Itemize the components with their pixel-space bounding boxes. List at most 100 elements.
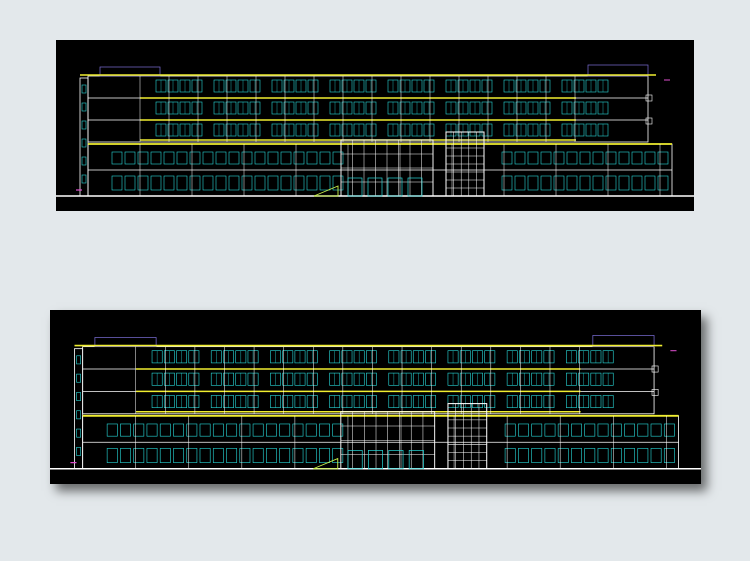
podium-window bbox=[557, 448, 569, 463]
podium-window bbox=[610, 423, 622, 437]
podium-window bbox=[319, 175, 331, 191]
podium-window bbox=[305, 423, 317, 437]
entrance-door bbox=[368, 450, 383, 470]
podium-window bbox=[540, 175, 552, 191]
podium-window bbox=[514, 151, 526, 165]
upper-window bbox=[235, 350, 247, 364]
podium-window bbox=[215, 175, 227, 191]
entrance-door bbox=[388, 450, 404, 470]
podium-window bbox=[566, 175, 578, 191]
podium-window bbox=[280, 175, 292, 191]
podium-window bbox=[624, 448, 635, 463]
podium-window bbox=[663, 423, 675, 437]
podium-window bbox=[610, 448, 622, 463]
podium-window bbox=[584, 448, 596, 463]
podium-window bbox=[605, 151, 617, 165]
elevation-drawing-bottom bbox=[50, 310, 701, 484]
podium-window bbox=[584, 423, 596, 437]
stair-window bbox=[81, 84, 87, 94]
podium-window bbox=[657, 151, 669, 165]
podium-window bbox=[293, 175, 305, 191]
podium-window bbox=[189, 175, 201, 191]
podium-window bbox=[150, 151, 162, 165]
podium-window bbox=[571, 448, 582, 463]
upper-window bbox=[329, 350, 341, 364]
roof-parapet-left bbox=[94, 337, 157, 347]
podium-window bbox=[241, 175, 253, 191]
podium-window bbox=[518, 423, 529, 437]
podium-window bbox=[228, 151, 240, 165]
podium-window bbox=[202, 175, 214, 191]
upper-window bbox=[210, 350, 222, 364]
podium-window bbox=[150, 175, 162, 191]
upper-window bbox=[163, 350, 175, 364]
stair-tower-left bbox=[79, 77, 89, 197]
upper-window bbox=[353, 350, 365, 364]
side-opening bbox=[651, 389, 659, 396]
podium-window bbox=[518, 448, 529, 463]
podium-window bbox=[504, 423, 516, 437]
podium-window bbox=[319, 151, 331, 165]
podium-window bbox=[501, 151, 513, 165]
podium-window bbox=[553, 175, 565, 191]
upper-window bbox=[566, 350, 577, 364]
upper-window bbox=[270, 350, 281, 364]
upper-window bbox=[531, 350, 543, 364]
podium-window bbox=[228, 175, 240, 191]
podium-window bbox=[111, 175, 123, 191]
upper-window bbox=[590, 350, 602, 364]
upper-window bbox=[578, 350, 590, 364]
upper-window bbox=[506, 350, 518, 364]
podium-window bbox=[527, 175, 539, 191]
upper-window bbox=[388, 350, 400, 364]
entrance-door bbox=[347, 450, 363, 470]
podium-window bbox=[531, 423, 543, 437]
podium-window bbox=[111, 151, 123, 165]
podium-window bbox=[644, 175, 656, 191]
upper-window bbox=[425, 350, 437, 364]
roof-parapet-left bbox=[99, 66, 161, 77]
podium-window bbox=[176, 175, 188, 191]
podium-window bbox=[279, 423, 291, 437]
podium-window bbox=[212, 448, 224, 463]
podium-window bbox=[618, 151, 630, 165]
upper-window bbox=[151, 350, 163, 364]
building-elevation-bottom bbox=[50, 335, 701, 470]
podium-window bbox=[663, 448, 675, 463]
stair-window bbox=[76, 392, 81, 401]
podium-window bbox=[106, 423, 118, 437]
podium-window bbox=[592, 175, 604, 191]
side-opening bbox=[645, 117, 653, 125]
podium-window bbox=[544, 423, 556, 437]
podium-window bbox=[199, 423, 211, 437]
stair-window bbox=[81, 138, 87, 148]
podium-window bbox=[624, 423, 635, 437]
upper-window bbox=[602, 350, 614, 364]
upper-window bbox=[412, 350, 424, 364]
podium-window bbox=[186, 423, 198, 437]
upper-window bbox=[519, 350, 530, 364]
upper-window bbox=[484, 350, 496, 364]
stair-window bbox=[76, 447, 81, 456]
podium-window bbox=[650, 423, 662, 437]
podium-window bbox=[657, 175, 669, 191]
podium-window bbox=[332, 423, 344, 437]
podium-window bbox=[514, 175, 526, 191]
podium-window bbox=[592, 151, 604, 165]
podium-window bbox=[306, 151, 318, 165]
podium-window bbox=[120, 423, 131, 437]
podium-window bbox=[571, 423, 582, 437]
podium-window bbox=[252, 448, 264, 463]
podium-window bbox=[173, 423, 184, 437]
podium-window bbox=[579, 151, 591, 165]
podium-window bbox=[292, 448, 304, 463]
podium-window bbox=[137, 151, 149, 165]
podium-window bbox=[159, 423, 171, 437]
upper-window bbox=[306, 350, 318, 364]
podium-window bbox=[239, 448, 251, 463]
podium-window bbox=[176, 151, 188, 165]
podium-window bbox=[540, 151, 552, 165]
podium-window bbox=[266, 448, 277, 463]
roof-parapet-right bbox=[587, 64, 649, 77]
entrance-ramp bbox=[313, 185, 339, 197]
